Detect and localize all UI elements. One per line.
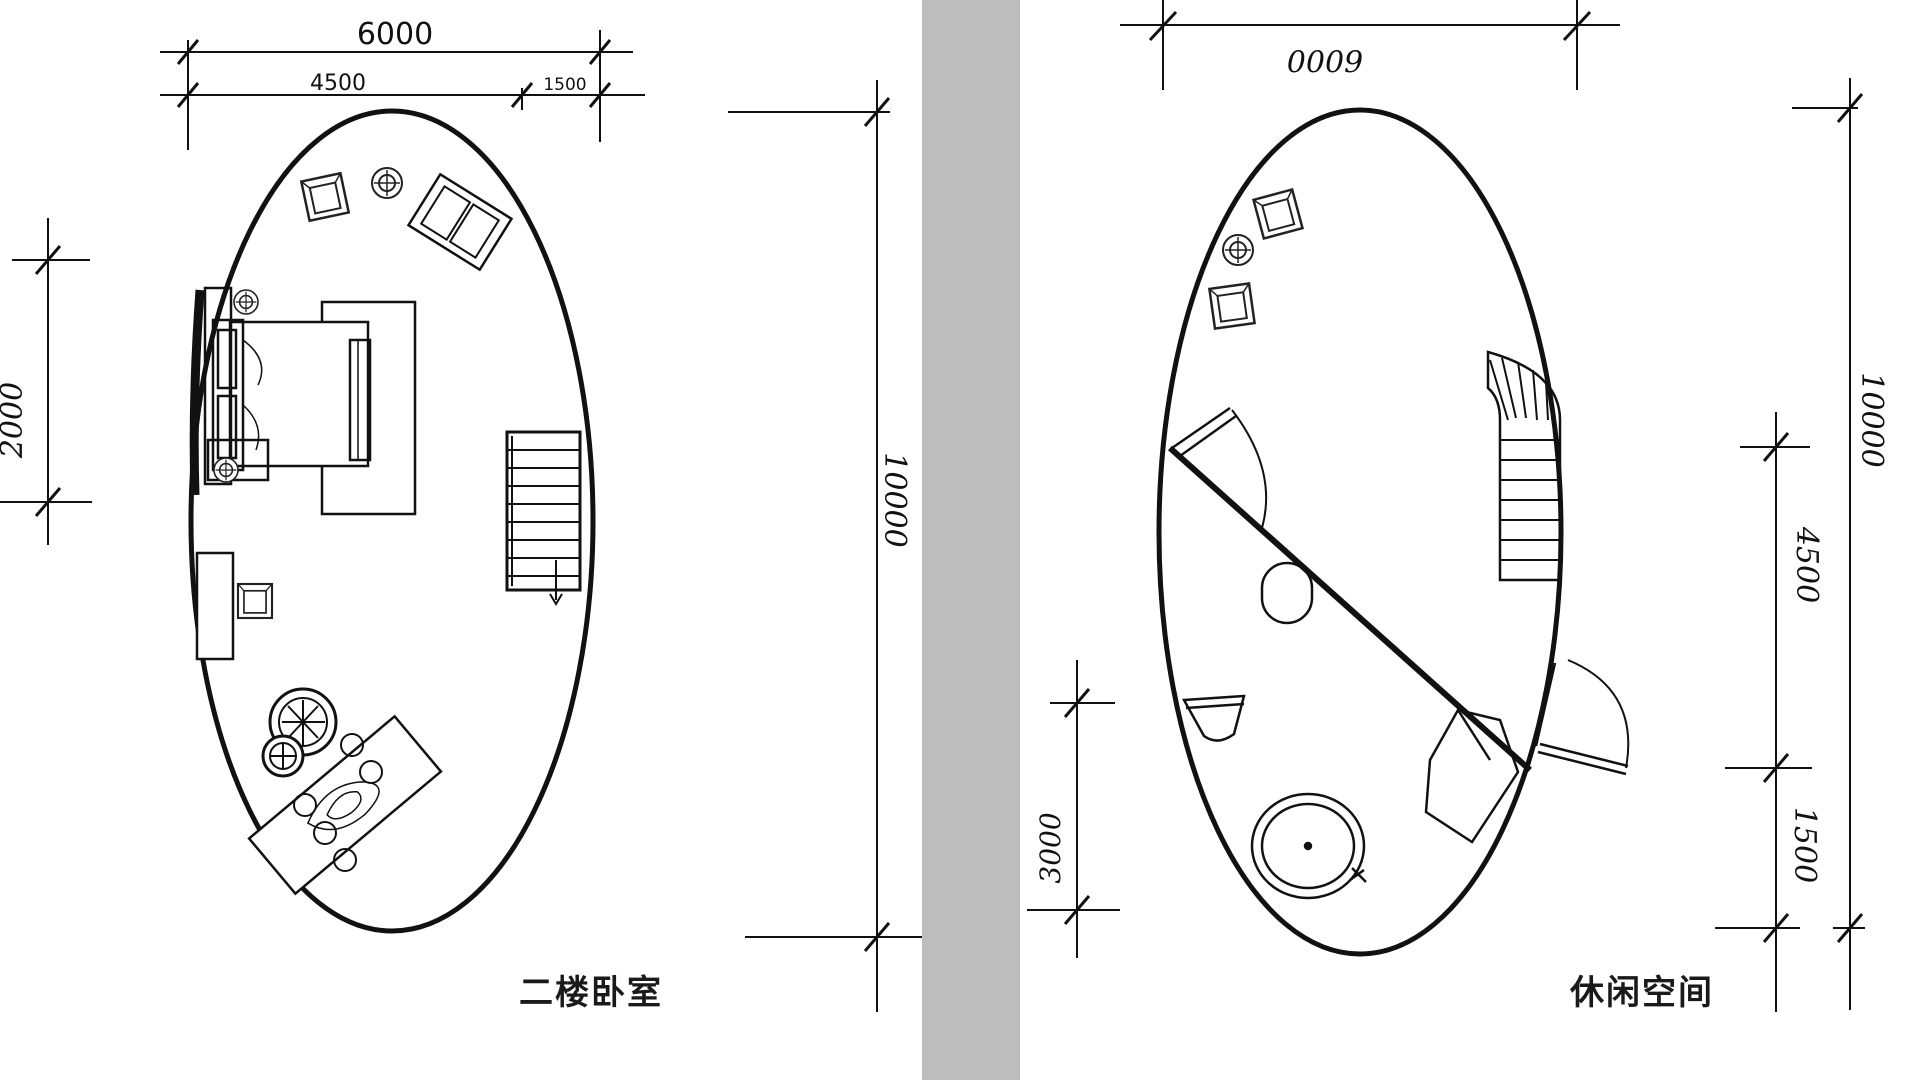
left-plan: 6000 4500 1500 2000 10000	[0, 17, 922, 1012]
tree-small-icon	[261, 734, 305, 778]
right-tall-dimension	[1792, 78, 1865, 1010]
staircase-icon	[505, 430, 582, 606]
right-dim-height-3000: 3000	[1034, 812, 1067, 883]
bar-stool-1-icon	[340, 733, 364, 757]
right-room-label: 休闲空间	[1570, 973, 1714, 1013]
bath-basin-icon	[1260, 561, 1314, 625]
divider-band	[922, 0, 1020, 1080]
left-dim-height-10000: 10000	[877, 452, 912, 547]
bathtub-icon	[1250, 792, 1367, 900]
spiral-staircase-icon	[1486, 350, 1562, 582]
left-room-label: 二楼卧室	[519, 973, 663, 1013]
nightstand-lamp-bottom-icon	[213, 457, 239, 483]
right-plan: 6000 10000 4500 1500	[1027, 0, 1889, 1012]
bar-stool-4-icon	[313, 821, 337, 845]
right-armchair-left-icon	[1208, 282, 1256, 330]
left-dim-height-2000: 2000	[0, 382, 30, 459]
right-dim-height-10000: 10000	[1854, 372, 1889, 467]
shower-icon	[1424, 708, 1520, 844]
right-side-table-icon	[1222, 234, 1254, 266]
bar-stool-5-icon	[333, 848, 357, 872]
entrance-door-icon	[1534, 659, 1630, 776]
right-armchair-top-icon	[1252, 188, 1304, 240]
right-dim-seg-1500: 1500	[1787, 807, 1822, 883]
left-top-dimensions	[160, 30, 645, 150]
left-ellipse-wall	[188, 108, 596, 934]
right-dim-total-width: 6000	[1287, 42, 1363, 77]
double-bed-icon	[203, 286, 417, 516]
bar-stool-3-icon	[293, 793, 317, 817]
right-top-dimension	[1120, 0, 1620, 90]
left-dim-sub-width-b: 1500	[543, 75, 586, 95]
side-table-icon	[371, 167, 403, 199]
toilet-icon	[1181, 694, 1246, 742]
desk-chair-icon	[236, 582, 274, 620]
bathroom-door-icon	[1171, 406, 1268, 529]
right-left-dimension	[1027, 660, 1120, 958]
left-side-dimension	[0, 218, 92, 545]
nightstand-lamp-top-icon	[233, 289, 259, 315]
right-dim-seg-4500: 4500	[1789, 526, 1824, 603]
double-lounge-chair-icon	[406, 172, 514, 272]
bar-stool-2-icon	[359, 760, 383, 784]
right-segment-dimension	[1715, 412, 1812, 1012]
left-tall-dimension	[728, 80, 922, 1012]
bathroom-partition-wall	[1167, 445, 1533, 773]
left-dim-sub-width-a: 4500	[310, 71, 366, 96]
desk-icon	[195, 551, 235, 661]
left-dim-total-width: 6000	[357, 17, 433, 52]
armchair-icon	[300, 172, 350, 222]
